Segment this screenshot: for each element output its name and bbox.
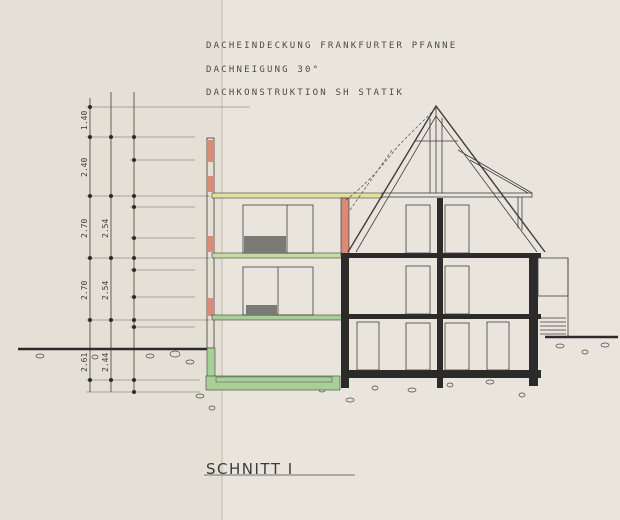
dim-inner-3: 2.44 xyxy=(101,353,110,372)
dim-outer-1: 1.40 xyxy=(80,111,89,130)
dim-outer-5: 2.61 xyxy=(80,353,89,372)
dim-inner-1: 2.54 xyxy=(101,219,110,238)
roof-structure xyxy=(345,104,546,253)
main-house-section xyxy=(340,192,569,388)
note-roof-covering: DACHEINDECKUNG FRANKFURTER PFANNE xyxy=(206,41,457,51)
dim-outer-2: 2.40 xyxy=(80,158,89,177)
dim-inner-2: 2.54 xyxy=(101,281,110,300)
dim-outer-3: 2.70 xyxy=(80,219,89,238)
section-title: SCHNITT I xyxy=(206,460,294,478)
annex-wall xyxy=(206,137,216,379)
dim-outer-4: 2.70 xyxy=(80,281,89,300)
ground-line xyxy=(18,335,618,411)
annex-floors xyxy=(205,192,383,391)
note-roof-structure: DACHKONSTRUKTION SH STATIK xyxy=(206,88,404,98)
note-roof-pitch: DACHNEIGUNG 30° xyxy=(206,65,320,75)
dimension-chains xyxy=(86,92,250,394)
